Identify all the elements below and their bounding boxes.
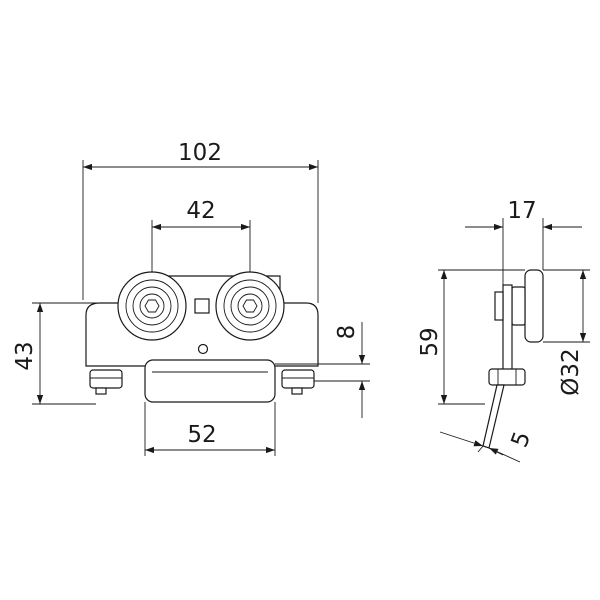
dim-width-label: 102 xyxy=(178,140,222,166)
dim-height-43: 43 xyxy=(12,302,100,405)
dim-offset-label: 8 xyxy=(334,325,360,340)
dim-depth-label: 17 xyxy=(507,198,536,224)
dim-diameter-label: Ø32 xyxy=(558,348,584,395)
dim-bottom-52: 52 xyxy=(144,402,276,456)
dim-bolt-label: 5 xyxy=(507,428,536,451)
side-hub xyxy=(511,286,526,326)
side-nut xyxy=(488,368,526,386)
dim-height-59: 59 xyxy=(417,269,525,405)
right-wheel xyxy=(215,271,285,341)
dim-height-label: 43 xyxy=(12,341,38,370)
right-bolt xyxy=(281,369,315,395)
dim-offset-8: 8 xyxy=(275,322,370,418)
dim-wheel-spacing-42: 42 xyxy=(151,198,251,272)
dim-bottom-label: 52 xyxy=(187,422,216,448)
bottom-plate xyxy=(144,359,276,403)
side-bracket xyxy=(494,291,504,321)
side-view: 17 59 Ø32 5 xyxy=(417,198,590,463)
side-plate xyxy=(502,284,513,374)
dim-width-102: 102 xyxy=(82,140,319,303)
dim-depth-17: 17 xyxy=(465,198,582,285)
left-wheel xyxy=(117,271,187,341)
dim-side-height-label: 59 xyxy=(417,327,443,356)
side-bolt xyxy=(482,384,505,449)
side-wheel xyxy=(524,269,544,343)
front-view: 102 42 43 8 52 xyxy=(12,140,370,456)
center-hole xyxy=(197,343,209,355)
dim-spacing-label: 42 xyxy=(186,198,215,224)
left-bolt xyxy=(89,369,123,395)
dim-diameter-32: Ø32 xyxy=(543,269,590,396)
center-block xyxy=(194,298,210,314)
